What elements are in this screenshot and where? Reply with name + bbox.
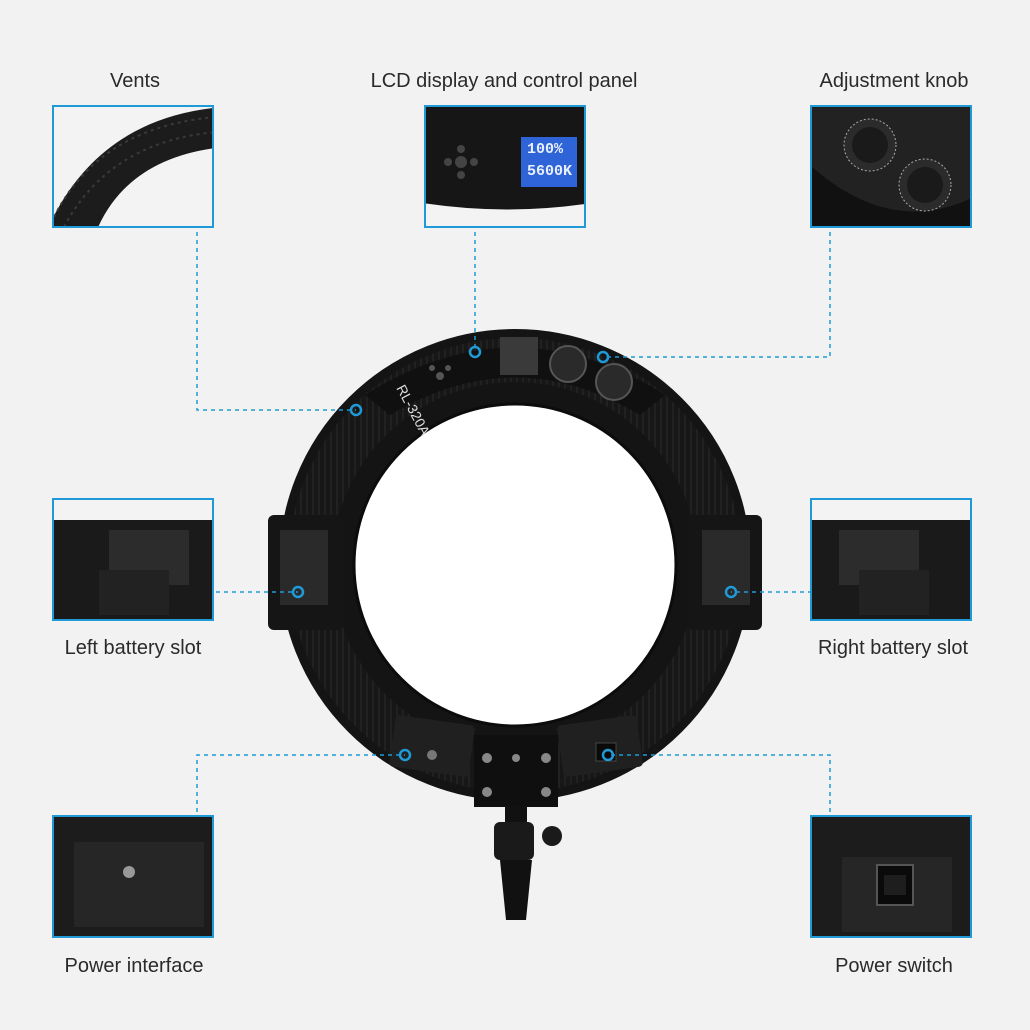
power-switch-inset [810, 815, 972, 938]
lcd-screen [500, 337, 538, 375]
brightness-knob [549, 345, 587, 383]
left-battery-inset [52, 498, 214, 621]
knob-inset [810, 105, 972, 228]
vents-inset [52, 105, 214, 228]
left-battery-label: Left battery slot [64, 637, 202, 659]
bottom-housings [389, 715, 643, 807]
lcd-panel [521, 137, 577, 187]
power-switch-label: Power switch [835, 955, 953, 977]
switch-button [595, 742, 617, 762]
right-battery-housing [687, 515, 762, 630]
vents-label: Vents [109, 70, 161, 92]
knob-label: Adjustment knob [819, 70, 969, 92]
callout-dots [291, 345, 738, 762]
connector-lines [196, 232, 831, 812]
power-interface-label: Power interface [64, 955, 204, 977]
lcd-label: LCD display and control panel [370, 70, 638, 92]
lcd-brightness: 100% [527, 141, 564, 158]
left-battery-housing [268, 515, 343, 630]
color-temp-knob [595, 363, 633, 401]
ring-body [279, 329, 751, 801]
lcd-color-temp: 5600K [527, 163, 573, 180]
right-battery-inset [810, 498, 972, 621]
lcd-inset: 100% 5600K [424, 105, 586, 228]
mount-bracket [494, 806, 562, 920]
power-interface-inset [52, 815, 214, 938]
right-battery-label: Right battery slot [817, 637, 969, 659]
dc-port [123, 866, 135, 878]
